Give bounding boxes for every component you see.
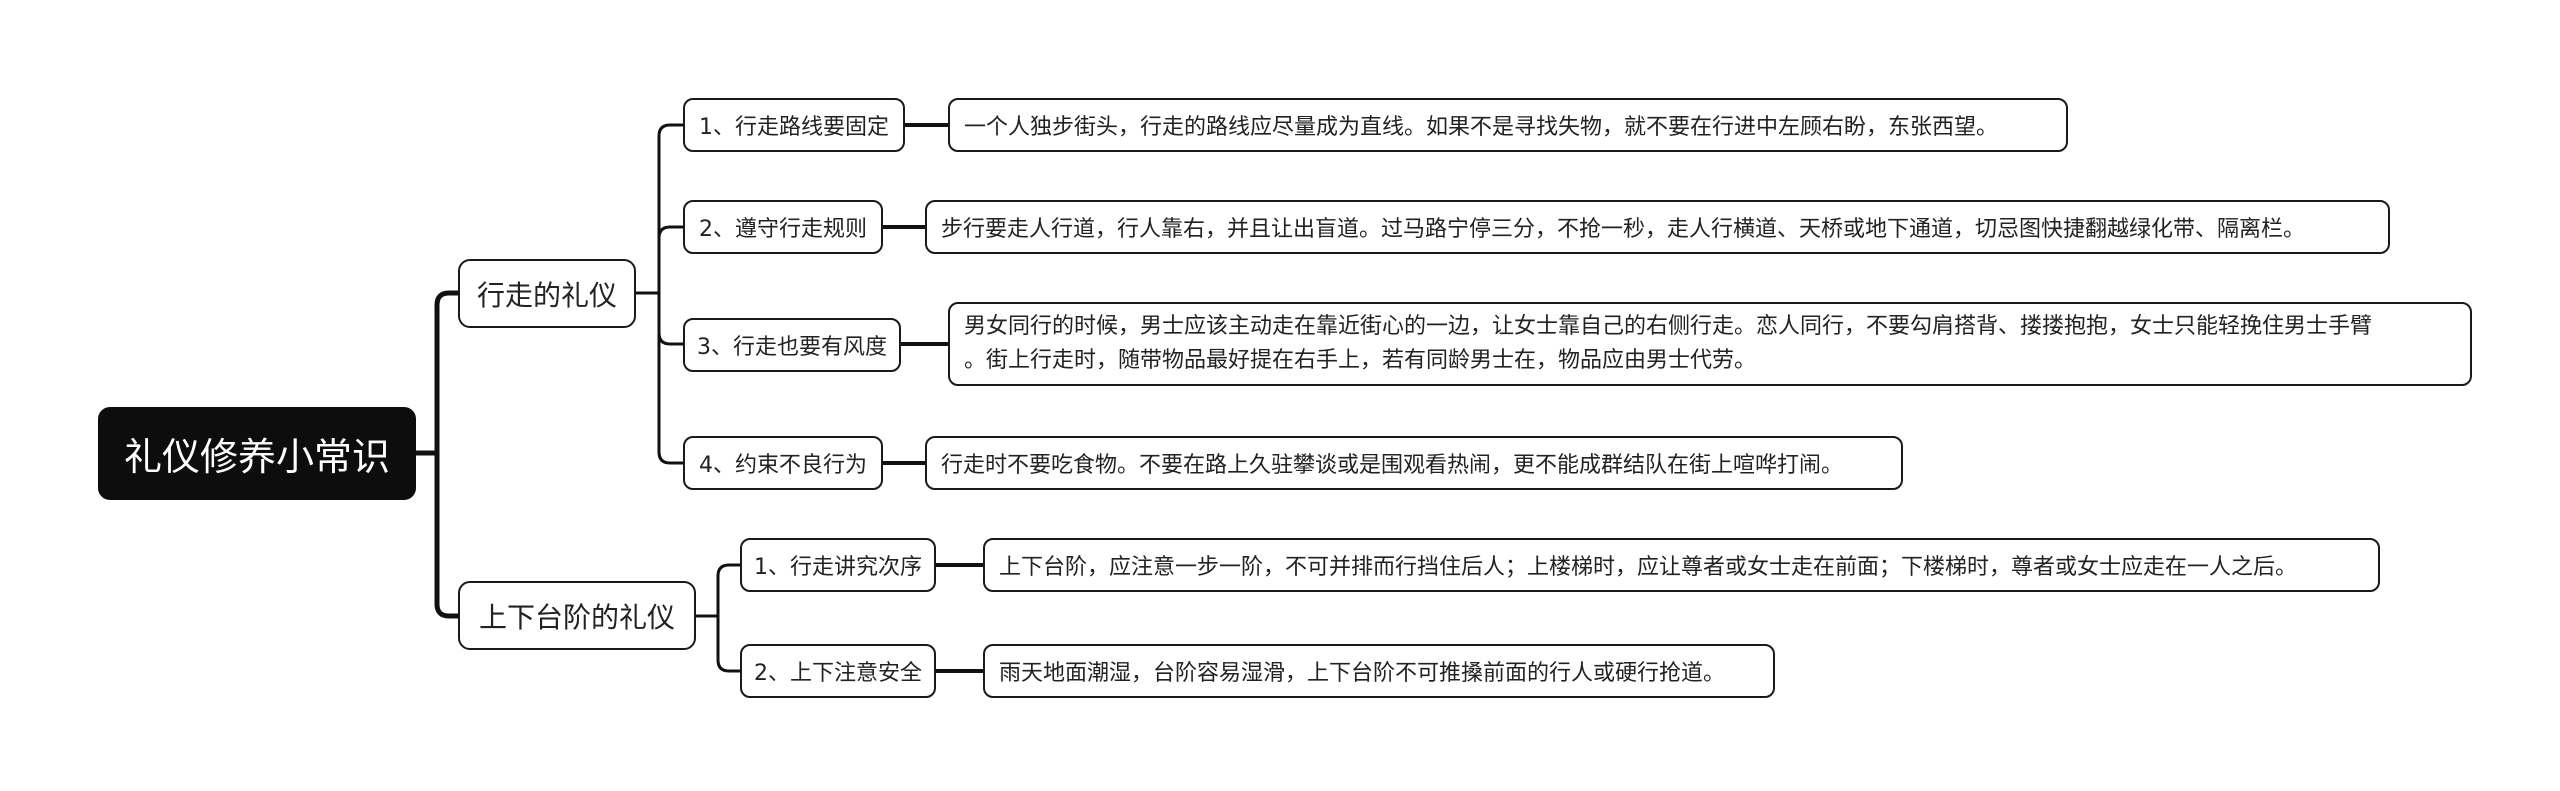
detail-text: 行走时不要吃食物。不要在路上久驻攀谈或是围观看热闹，更不能成群结队在街上喧哗打闹…: [941, 453, 1844, 478]
detail-node[interactable]: 步行要走人行道，行人靠右，并且让出盲道。过马路宁停三分，不抢一秒，走人行横道、天…: [925, 200, 2390, 254]
detail-text-line: 。街上行走时，随带物品最好提在右手上，若有同龄男士在，物品应由男士代劳。: [964, 348, 1757, 373]
topic-node[interactable]: 3、行走也要有风度: [683, 318, 901, 372]
topic-node[interactable]: 2、遵守行走规则: [683, 200, 883, 254]
topic-label: 2、上下注意安全: [754, 661, 922, 686]
topic-node[interactable]: 2、上下注意安全: [740, 644, 936, 698]
connector-branch-1-to-topic-1: [657, 123, 685, 295]
topic-node[interactable]: 4、约束不良行为: [683, 436, 883, 490]
branch-node-walking-etiquette[interactable]: 行走的礼仪: [458, 259, 636, 328]
topic-label: 4、约束不良行为: [699, 453, 867, 478]
connector-branch-1-to-topic-4: [657, 291, 685, 465]
detail-text: 一个人独步街头，行走的路线应尽量成为直线。如果不是寻找失物，就不要在行进中左顾右…: [964, 115, 1999, 140]
topic-node[interactable]: 1、行走讲究次序: [740, 538, 936, 592]
branch-label: 行走的礼仪: [476, 278, 617, 312]
detail-text: 步行要走人行道，行人靠右，并且让出盲道。过马路宁停三分，不抢一秒，走人行横道、天…: [941, 217, 2306, 242]
topic-label: 3、行走也要有风度: [697, 335, 887, 360]
topic-label: 2、遵守行走规则: [699, 217, 867, 242]
connector-branch-2-to-topic-2: [716, 614, 742, 673]
detail-text-block: 男女同行的时候，男士应该主动走在靠近街心的一边，让女士靠自己的右侧行走。恋人同行…: [964, 310, 2372, 378]
connector-root-to-branch-2: [434, 450, 461, 619]
detail-node[interactable]: 上下台阶，应注意一步一阶，不可并排而行挡住后人；上楼梯时，应让尊者或女士走在前面…: [983, 538, 2380, 592]
branch-node-stairs-etiquette[interactable]: 上下台阶的礼仪: [458, 581, 696, 650]
topic-label: 1、行走讲究次序: [754, 555, 922, 580]
connector-branch-1-to-topic-3: [657, 291, 685, 346]
detail-text: 雨天地面潮湿，台阶容易湿滑，上下台阶不可推搡前面的行人或硬行抢道。: [999, 661, 1726, 686]
topic-node[interactable]: 1、行走路线要固定: [683, 98, 905, 152]
connector-root-to-branch-1: [434, 290, 461, 456]
detail-text: 上下台阶，应注意一步一阶，不可并排而行挡住后人；上楼梯时，应让尊者或女士走在前面…: [999, 555, 2298, 580]
topic-label: 1、行走路线要固定: [699, 115, 889, 140]
detail-node[interactable]: 一个人独步街头，行走的路线应尽量成为直线。如果不是寻找失物，就不要在行进中左顾右…: [948, 98, 2068, 152]
connector-branch-2-to-topic-1: [716, 563, 742, 618]
root-label: 礼仪修养小常识: [123, 435, 390, 479]
connector-branch-1-to-topic-2: [657, 225, 685, 295]
detail-text-line: 男女同行的时候，男士应该主动走在靠近街心的一边，让女士靠自己的右侧行走。恋人同行…: [964, 314, 2373, 339]
root-node[interactable]: 礼仪修养小常识: [98, 407, 416, 500]
detail-node[interactable]: 男女同行的时候，男士应该主动走在靠近街心的一边，让女士靠自己的右侧行走。恋人同行…: [948, 302, 2472, 386]
branch-label: 上下台阶的礼仪: [478, 600, 675, 634]
detail-node[interactable]: 雨天地面潮湿，台阶容易湿滑，上下台阶不可推搡前面的行人或硬行抢道。: [983, 644, 1775, 698]
detail-node[interactable]: 行走时不要吃食物。不要在路上久驻攀谈或是围观看热闹，更不能成群结队在街上喧哗打闹…: [925, 436, 1903, 490]
